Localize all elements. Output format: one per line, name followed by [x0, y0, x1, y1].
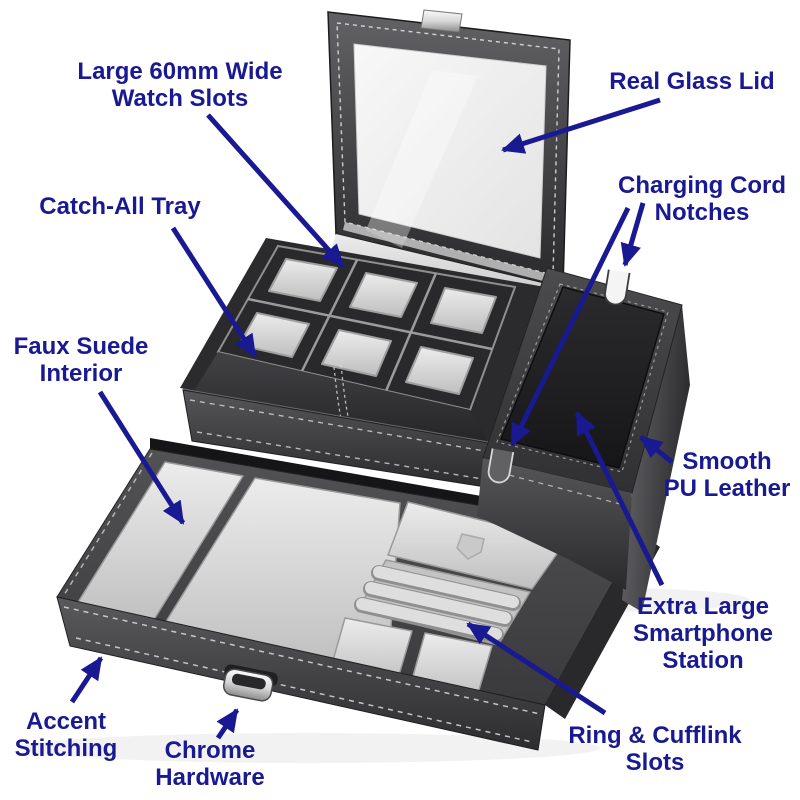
watch-case	[180, 238, 562, 491]
watch-pillow	[405, 346, 474, 395]
roll-cushion	[373, 566, 519, 608]
charging-notch-front	[487, 448, 515, 484]
glass-lid-arrow	[501, 97, 661, 154]
label-faux-suede: Faux Suede Interior	[13, 333, 149, 388]
case-stitching	[189, 399, 497, 454]
annotation-arrows	[69, 97, 674, 740]
divider	[247, 297, 493, 351]
label-chrome-hardware: Chrome Hardware	[155, 737, 265, 792]
glass-lid	[327, 9, 571, 289]
watch-pillow	[268, 258, 338, 302]
watch-pillow	[430, 287, 497, 334]
notch-cutout	[604, 269, 631, 306]
lid-inner-edge	[343, 222, 553, 283]
smartphone-station-floor	[499, 286, 665, 469]
label-accent-stitching: Accent Stitching	[14, 708, 118, 763]
ring-cufflink-arrow	[466, 621, 607, 716]
watch-slots-arrow	[206, 113, 345, 268]
watch-pillow	[321, 329, 392, 377]
label-smartphone-station: Extra Large Smartphone Station	[632, 593, 774, 675]
drawer-accent-stitching-top	[63, 606, 541, 715]
accent-stitching-arrow	[69, 656, 104, 704]
chrome-hardware-arrow	[215, 708, 240, 740]
case-stitching	[196, 431, 502, 483]
label-ring-cufflink: Ring & Cufflink Slots	[568, 722, 742, 777]
embossed-logo	[456, 533, 485, 560]
faux-suede-arrow	[97, 390, 186, 525]
shadow-drawer	[20, 733, 600, 763]
drawer-accent-stitching-bottom	[75, 637, 533, 743]
notch-cutout	[487, 448, 515, 484]
label-catch-all-tray: Catch-All Tray	[39, 193, 201, 220]
valet-station	[477, 267, 690, 612]
smooth-pu-arrow	[639, 435, 674, 464]
smartphone-station-arrow	[574, 411, 665, 587]
label-charging-notches: Charging Cord Notches	[618, 172, 786, 227]
roll-cushion	[365, 582, 511, 624]
charging-notch-rear-arrow	[620, 202, 646, 267]
chrome-handle	[222, 664, 278, 702]
valet-front-face	[477, 458, 632, 590]
glass-pane	[353, 43, 547, 259]
drawer-front-face	[56, 596, 546, 751]
label-glass-lid: Real Glass Lid	[609, 68, 775, 95]
charging-notch-front-arrow	[509, 206, 631, 447]
valet-stitching	[489, 469, 625, 506]
label-watch-slots: Large 60mm Wide Watch Slots	[77, 58, 283, 113]
label-smooth-pu: Smooth PU Leather	[663, 448, 791, 503]
handle-opening	[231, 673, 266, 690]
watch-pillows	[238, 258, 497, 395]
valet-rim-stitching	[496, 283, 669, 473]
charging-notch-rear	[604, 269, 631, 306]
lid-clasp-chrome	[420, 9, 463, 33]
glass-reflection	[366, 70, 478, 248]
catch-all-tray-arrow	[170, 226, 258, 358]
catch-all-tray-interior	[191, 352, 492, 449]
watch-pillow	[349, 272, 418, 318]
drawer-rim-stitching	[63, 452, 153, 596]
watch-slot-dividers	[247, 259, 493, 392]
